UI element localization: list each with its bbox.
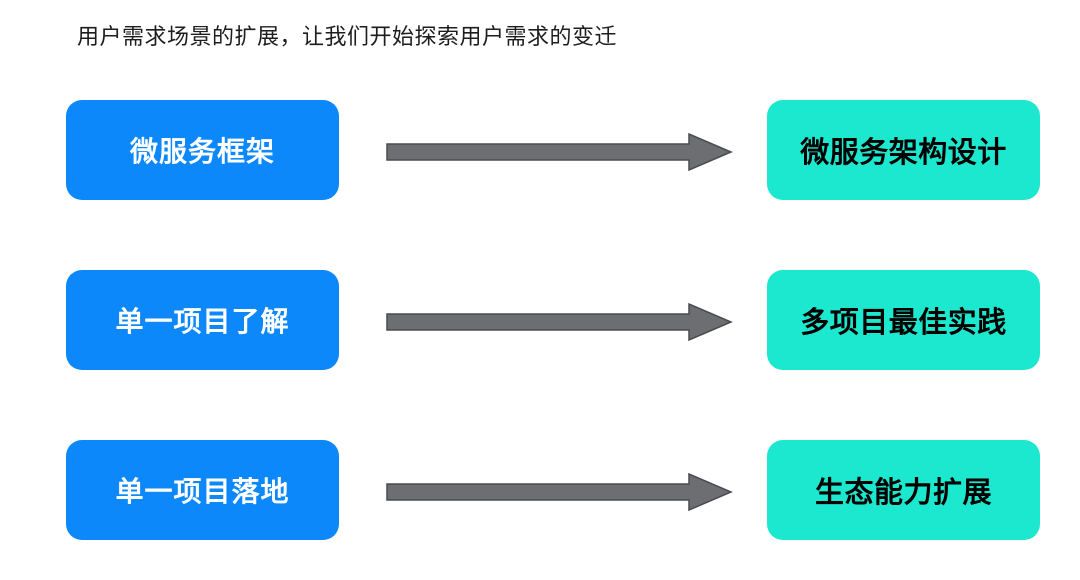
page-title: 用户需求场景的扩展，让我们开始探索用户需求的变迁 <box>77 24 618 49</box>
target-node-label: 生态能力扩展 <box>814 477 992 509</box>
source-node-label: 单一项目落地 <box>115 476 290 507</box>
flow-row: 单一项目落地 生态能力扩展 <box>0 440 1080 540</box>
flow-row: 单一项目了解 多项目最佳实践 <box>0 270 1080 370</box>
flow-row: 微服务框架 微服务架构设计 <box>0 100 1080 200</box>
target-node-1[interactable]: 微服务架构设计 <box>767 100 1040 200</box>
source-node-label: 微服务框架 <box>129 136 275 167</box>
target-node-3[interactable]: 生态能力扩展 <box>767 440 1040 540</box>
target-node-label: 多项目最佳实践 <box>800 307 1007 339</box>
right-arrow-icon <box>386 132 733 172</box>
source-node-label: 单一项目了解 <box>115 306 290 337</box>
source-node-2[interactable]: 单一项目了解 <box>66 270 339 370</box>
right-arrow-icon <box>386 302 733 342</box>
source-node-1[interactable]: 微服务框架 <box>66 100 339 200</box>
source-node-3[interactable]: 单一项目落地 <box>66 440 339 540</box>
right-arrow-icon <box>386 472 733 512</box>
target-node-label: 微服务架构设计 <box>800 137 1007 169</box>
target-node-2[interactable]: 多项目最佳实践 <box>767 270 1040 370</box>
